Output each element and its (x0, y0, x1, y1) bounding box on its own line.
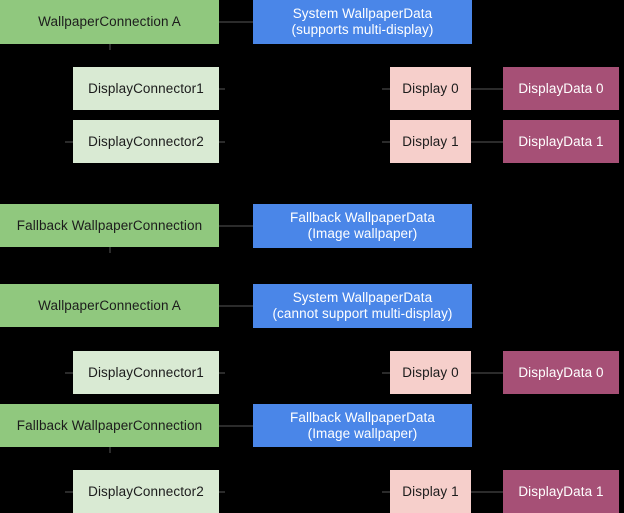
edge-stub (382, 141, 390, 143)
node-display-1-2[interactable]: Display 1 (390, 470, 471, 513)
node-display-0-2[interactable]: Display 0 (390, 351, 471, 394)
node-wallpaper-connection-a-2[interactable]: WallpaperConnection A (0, 284, 219, 327)
edge-stub (471, 372, 503, 374)
edge-stub (471, 491, 503, 493)
node-displayconnector2-2[interactable]: DisplayConnector2 (73, 470, 219, 513)
edge-stub (109, 247, 111, 253)
edge-stub (219, 88, 225, 90)
edge-stub (65, 491, 73, 493)
edge-stub (219, 305, 253, 307)
edge-stub (219, 372, 225, 374)
node-displayconnector1-2[interactable]: DisplayConnector1 (73, 351, 219, 394)
edge-stub (382, 372, 390, 374)
edge-stub (382, 88, 390, 90)
node-displaydata-0[interactable]: DisplayData 0 (503, 67, 619, 110)
edge-stub (109, 447, 111, 453)
node-display-0[interactable]: Display 0 (390, 67, 471, 110)
edge-stub (219, 491, 225, 493)
node-fallback-wallpaperdata[interactable]: Fallback WallpaperData (Image wallpaper) (253, 204, 472, 248)
node-fallback-wallpaperdata-2[interactable]: Fallback WallpaperData (Image wallpaper) (253, 404, 472, 447)
edge-stub (471, 141, 503, 143)
node-displaydata-0-2[interactable]: DisplayData 0 (503, 351, 619, 394)
edge-stub (65, 372, 73, 374)
node-fallback-wallpaper-connection-2[interactable]: Fallback WallpaperConnection (0, 404, 219, 447)
edge-stub (219, 425, 253, 427)
node-displaydata-1-2[interactable]: DisplayData 1 (503, 470, 619, 513)
node-displaydata-1[interactable]: DisplayData 1 (503, 120, 619, 163)
node-system-wallpaperdata-no-multi[interactable]: System WallpaperData (cannot support mul… (253, 284, 472, 328)
edge-stub (219, 225, 253, 227)
edge-stub (219, 141, 225, 143)
node-system-wallpaperdata-multi[interactable]: System WallpaperData (supports multi-dis… (253, 0, 472, 44)
edge-stub (382, 491, 390, 493)
node-display-1[interactable]: Display 1 (390, 120, 471, 163)
edge-stub (65, 141, 73, 143)
edge-stub (471, 88, 503, 90)
edge-stub (219, 21, 253, 23)
node-displayconnector1[interactable]: DisplayConnector1 (73, 67, 219, 110)
edge-stub (109, 44, 111, 50)
node-wallpaper-connection-a[interactable]: WallpaperConnection A (0, 0, 219, 44)
node-displayconnector2[interactable]: DisplayConnector2 (73, 120, 219, 163)
node-fallback-wallpaper-connection[interactable]: Fallback WallpaperConnection (0, 204, 219, 247)
